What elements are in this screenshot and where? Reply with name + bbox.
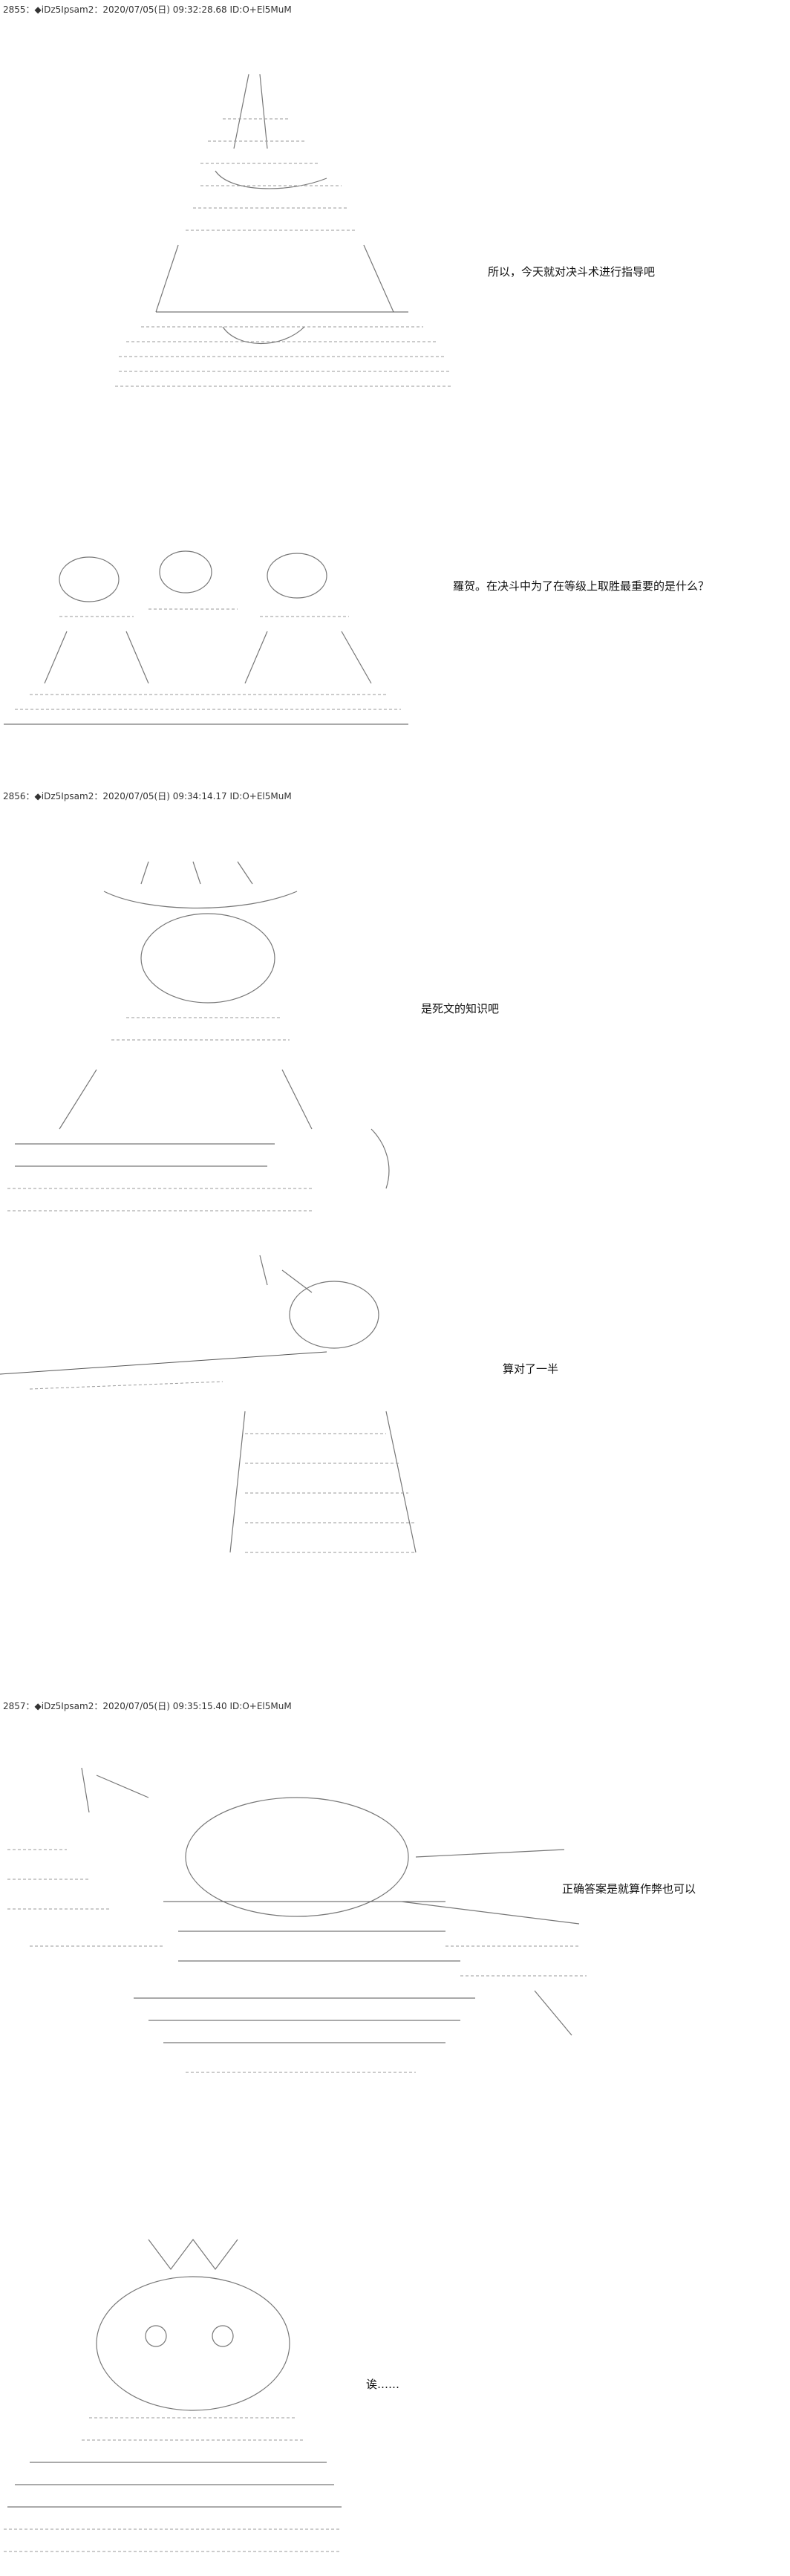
post-header-2855: 2855：◆iDz5Ipsam2：2020/07/05(日) 09:32:28.… [3, 4, 292, 15]
ascii-art-illustration-icon [4, 2239, 342, 2552]
ascii-art-figure-with-hat [0, 847, 416, 1226]
ascii-art-illustration-icon [115, 74, 453, 387]
dialogue-line: 算对了一半 [503, 1362, 559, 1376]
post-header-2856: 2856：◆iDz5Ipsam2：2020/07/05(日) 09:34:14.… [3, 791, 292, 801]
ascii-art-illustration-icon [0, 1255, 417, 1553]
ascii-art-robed-figure [111, 67, 460, 453]
ascii-art-battle-scene [0, 1753, 594, 2199]
dialogue-line: 是死文的知识吧 [421, 1002, 500, 1015]
ascii-art-figure-with-sword [0, 1240, 475, 1604]
dialogue-line: 所以，今天就对决斗术进行指导吧 [488, 265, 656, 279]
ascii-art-surprised-figure [0, 2225, 386, 2574]
ascii-art-illustration-icon [4, 550, 408, 725]
ascii-art-group-scene [0, 535, 416, 735]
dialogue-line: 正确答案是就算作弊也可以 [562, 1882, 696, 1896]
ascii-art-illustration-icon [7, 1767, 587, 2073]
post-header-2857: 2857：◆iDz5Ipsam2：2020/07/05(日) 09:35:15.… [3, 1701, 292, 1711]
ascii-art-illustration-icon [7, 861, 390, 1211]
dialogue-line: 诶…… [366, 2378, 400, 2391]
dialogue-line: 羅贺。在决斗中为了在等级上取胜最重要的是什么？ [453, 579, 710, 593]
